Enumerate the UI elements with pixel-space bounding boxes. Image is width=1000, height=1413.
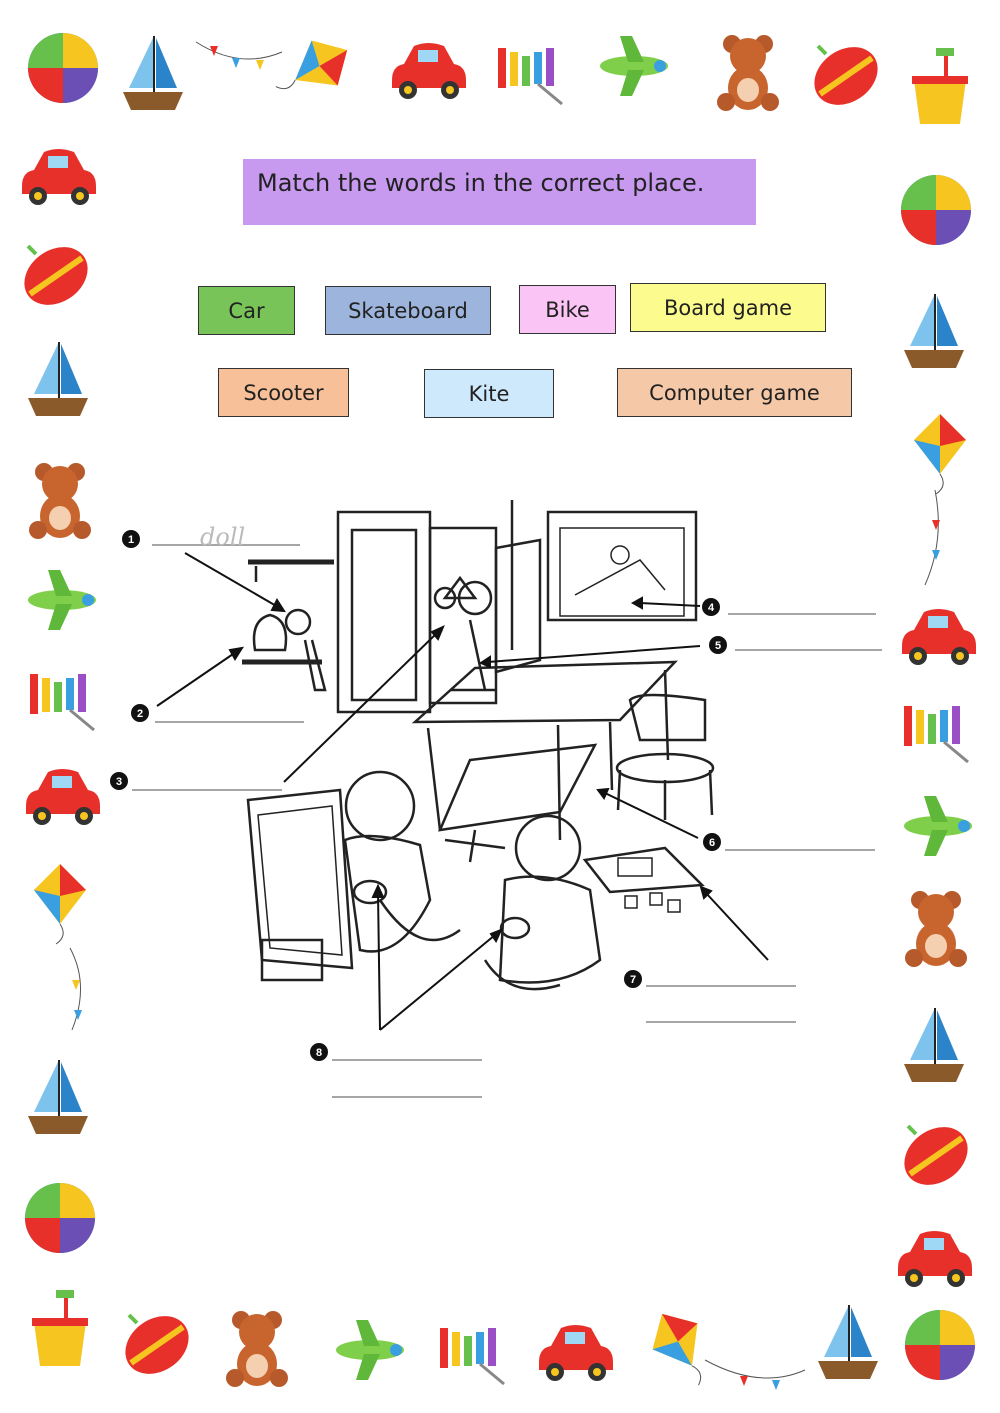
xylophone-icon	[496, 46, 564, 106]
word-card-computer-game[interactable]: Computer game	[617, 368, 852, 417]
toy-plane-icon	[28, 570, 96, 630]
word-card-kite[interactable]: Kite	[424, 369, 554, 418]
instruction-text: Match the words in the correct place.	[257, 169, 705, 197]
word-card-scooter[interactable]: Scooter	[218, 368, 349, 417]
number-7: 7	[630, 974, 636, 986]
toy-car-icon	[539, 1325, 613, 1381]
number-badge-3	[110, 772, 128, 790]
sand-bucket-icon	[30, 1288, 90, 1368]
number-1: 1	[128, 534, 134, 546]
word-card-car[interactable]: Car	[198, 286, 295, 335]
number-badge-4	[702, 598, 720, 616]
toy-car-icon	[898, 1231, 972, 1287]
number-badge-5	[709, 636, 727, 654]
word-card-board-game[interactable]: Board game	[630, 283, 826, 332]
toy-car-icon	[22, 149, 96, 205]
instruction-banner: Match the words in the correct place.	[243, 159, 756, 225]
beach-ball-icon	[905, 1310, 975, 1380]
sailboat-icon	[27, 341, 89, 417]
xylophone-icon	[28, 672, 96, 732]
number-8: 8	[316, 1047, 322, 1059]
spinning-top-icon	[803, 35, 889, 117]
number-badge-8	[310, 1043, 328, 1061]
number-3: 3	[116, 776, 122, 788]
kite-icon	[264, 26, 361, 114]
teddy-bear-icon	[29, 463, 91, 539]
number-6: 6	[709, 837, 715, 849]
sailboat-icon	[903, 1007, 965, 1083]
number-badge-6	[703, 833, 721, 851]
number-5: 5	[715, 640, 721, 652]
kite-icon	[913, 413, 967, 495]
sailboat-icon	[27, 1059, 89, 1135]
toy-car-icon	[26, 769, 100, 825]
spinning-top-icon	[114, 1304, 200, 1386]
spinning-top-icon	[893, 1115, 979, 1197]
toy-car-icon	[902, 609, 976, 665]
toy-car-icon	[392, 43, 466, 99]
sailboat-icon	[122, 35, 184, 111]
word-card-skateboard[interactable]: Skateboard	[325, 286, 491, 335]
teddy-bear-icon	[905, 891, 967, 967]
toy-plane-icon	[600, 36, 668, 96]
beach-ball-icon	[28, 33, 98, 103]
number-badge-2	[131, 704, 149, 722]
beach-ball-icon	[25, 1183, 95, 1253]
teddy-bear-icon	[226, 1311, 288, 1387]
spinning-top-icon	[13, 235, 99, 317]
answer-1-text: doll	[200, 523, 245, 551]
number-4: 4	[708, 602, 715, 614]
xylophone-icon	[902, 704, 970, 764]
toy-plane-icon	[336, 1320, 404, 1380]
sailboat-icon	[903, 293, 965, 369]
toy-plane-icon	[904, 796, 972, 856]
kite-icon	[638, 1300, 726, 1397]
sailboat-icon	[817, 1304, 879, 1380]
xylophone-icon	[438, 1326, 506, 1386]
number-2: 2	[137, 708, 143, 720]
word-card-bike[interactable]: Bike	[519, 285, 616, 334]
number-badge-7	[624, 970, 642, 988]
kite-icon	[33, 863, 87, 945]
teddy-bear-icon	[717, 35, 779, 111]
number-badge-1	[122, 530, 140, 548]
sand-bucket-icon	[910, 46, 970, 126]
beach-ball-icon	[901, 175, 971, 245]
